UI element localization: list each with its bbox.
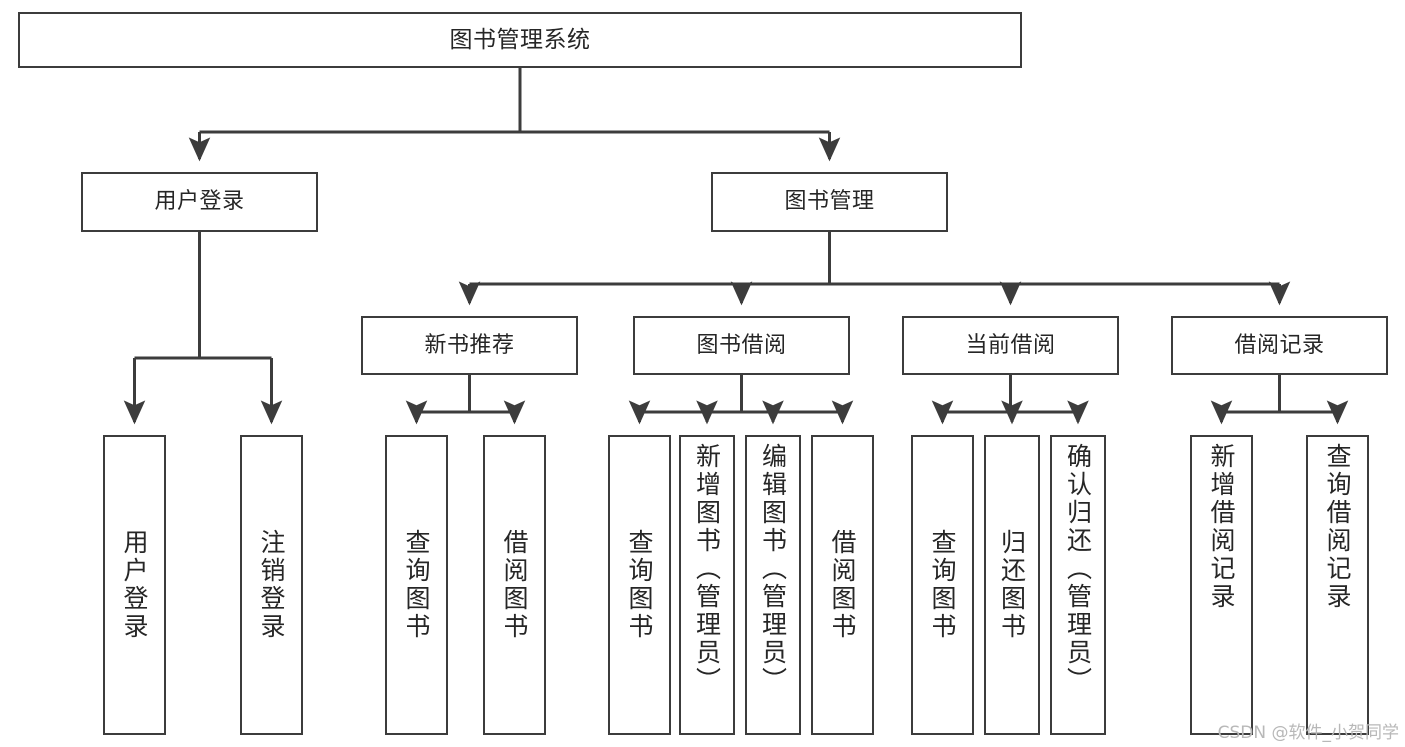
node-root[interactable]: 图书管理系统 xyxy=(18,12,1022,68)
node-l-logout[interactable]: 注销登录 xyxy=(240,435,303,735)
node-l-query3[interactable]: 查询图书 xyxy=(911,435,974,735)
node-label: 借阅记录 xyxy=(1234,332,1325,358)
node-label: 用户登录 xyxy=(154,189,245,215)
node-l-confirm[interactable]: 确认归还（管理员） xyxy=(1050,435,1106,735)
node-current[interactable]: 当前借阅 xyxy=(902,316,1119,375)
node-label: 确认归还（管理员） xyxy=(1063,443,1093,695)
node-label: 查询图书 xyxy=(402,529,431,641)
node-label: 查询图书 xyxy=(625,529,654,641)
node-newbook[interactable]: 新书推荐 xyxy=(361,316,578,375)
node-bookmgmt[interactable]: 图书管理 xyxy=(711,172,948,232)
node-borrow[interactable]: 图书借阅 xyxy=(633,316,850,375)
node-label: 新增图书（管理员） xyxy=(692,443,722,695)
node-label: 注销登录 xyxy=(257,529,286,641)
node-label: 用户登录 xyxy=(120,529,149,641)
node-l-query2[interactable]: 查询图书 xyxy=(608,435,671,735)
node-l-edit[interactable]: 编辑图书（管理员） xyxy=(745,435,801,735)
node-label: 图书管理 xyxy=(784,189,875,215)
node-l-login[interactable]: 用户登录 xyxy=(103,435,166,735)
node-label: 新增借阅记录 xyxy=(1207,443,1236,611)
watermark-text: CSDN @软件_小贺同学 xyxy=(1217,723,1399,743)
node-label: 查询借阅记录 xyxy=(1323,443,1352,611)
node-l-queryrec[interactable]: 查询借阅记录 xyxy=(1306,435,1369,735)
node-label: 借阅图书 xyxy=(500,529,529,641)
node-label: 查询图书 xyxy=(928,529,957,641)
node-l-add[interactable]: 新增图书（管理员） xyxy=(679,435,735,735)
node-label: 图书借阅 xyxy=(696,332,787,358)
node-l-query1[interactable]: 查询图书 xyxy=(385,435,448,735)
node-login[interactable]: 用户登录 xyxy=(81,172,318,232)
node-l-borrow2[interactable]: 借阅图书 xyxy=(811,435,874,735)
node-label: 借阅图书 xyxy=(828,529,857,641)
node-l-borrow1[interactable]: 借阅图书 xyxy=(483,435,546,735)
node-l-return[interactable]: 归还图书 xyxy=(984,435,1040,735)
node-label: 图书管理系统 xyxy=(449,26,591,53)
node-label: 当前借阅 xyxy=(965,332,1056,358)
node-label: 归还图书 xyxy=(997,529,1027,641)
node-label: 编辑图书（管理员） xyxy=(758,443,788,695)
node-label: 新书推荐 xyxy=(424,332,515,358)
node-records[interactable]: 借阅记录 xyxy=(1171,316,1388,375)
node-l-addrec[interactable]: 新增借阅记录 xyxy=(1190,435,1253,735)
